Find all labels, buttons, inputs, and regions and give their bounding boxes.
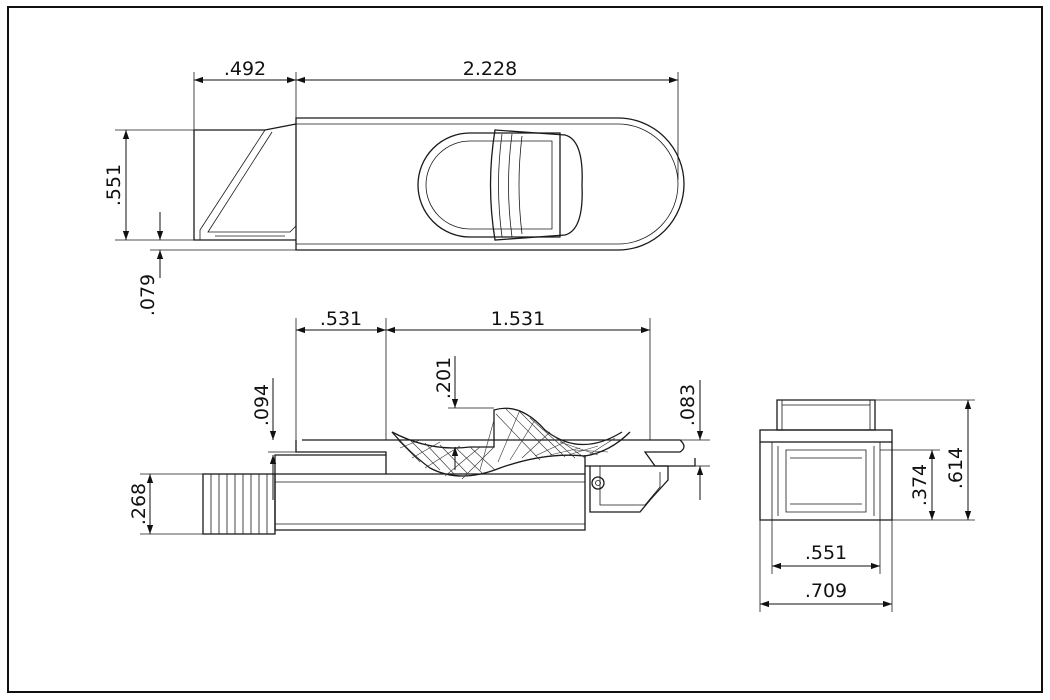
side-view-body xyxy=(274,455,586,531)
dim-width-label: .551 xyxy=(103,164,125,206)
end-view-cap xyxy=(776,399,876,431)
top-view-flange-taper xyxy=(199,129,297,240)
side-view-pivot-pin-inner xyxy=(595,480,601,486)
dim-body-height-label: .268 xyxy=(128,483,150,525)
side-view-top-plate xyxy=(302,439,696,467)
side-view: .531 1.531 .201 .094 .083 .268 xyxy=(128,308,710,535)
end-view-channel xyxy=(777,446,875,516)
end-view-body xyxy=(759,442,893,521)
side-view-left-flange xyxy=(274,440,387,475)
top-view-body-inner xyxy=(296,123,679,245)
dim-right-section-label: 1.531 xyxy=(491,308,545,330)
top-view-lever xyxy=(489,129,583,241)
top-view-lever-ridge xyxy=(498,133,523,238)
dim-inner-width-label: .551 xyxy=(805,542,847,564)
dim-flange-length-label: .492 xyxy=(224,58,266,80)
end-view-body-inner xyxy=(771,442,881,520)
top-view-flange xyxy=(193,123,297,241)
dim-overall-width-label: .709 xyxy=(805,580,847,602)
dim-lever-rise-label: .201 xyxy=(433,357,455,399)
sheet-border xyxy=(7,6,1043,693)
side-view-pivot-pin xyxy=(591,476,605,490)
dim-left-step-label: .094 xyxy=(251,384,273,426)
dim-overall-length-label: 2.228 xyxy=(463,58,517,80)
side-view-cutaway xyxy=(391,431,631,477)
top-view-slot-inner xyxy=(425,140,553,230)
side-view-latch-inner xyxy=(599,466,661,506)
side-view-hatching xyxy=(397,407,616,480)
top-view: .492 2.228 .551 .079 xyxy=(103,58,685,316)
dim-overall-height-label: .614 xyxy=(945,447,967,489)
dim-inner-height-label: .374 xyxy=(909,464,931,506)
end-view: .374 .614 .551 .709 xyxy=(759,399,975,612)
side-view-latch xyxy=(585,465,669,513)
side-view-body-inner xyxy=(275,481,585,525)
side-view-lever xyxy=(391,407,623,449)
dim-offset-label: .079 xyxy=(137,274,159,316)
dim-left-section-label: .531 xyxy=(320,308,362,330)
dim-right-step-label: .083 xyxy=(677,384,699,426)
top-view-slot xyxy=(417,132,561,238)
end-view-flange xyxy=(759,429,893,443)
end-view-cap-inner xyxy=(781,400,871,430)
side-view-thread-lines xyxy=(210,474,268,534)
top-view-body xyxy=(295,117,685,251)
side-view-threaded-boss xyxy=(202,473,276,535)
